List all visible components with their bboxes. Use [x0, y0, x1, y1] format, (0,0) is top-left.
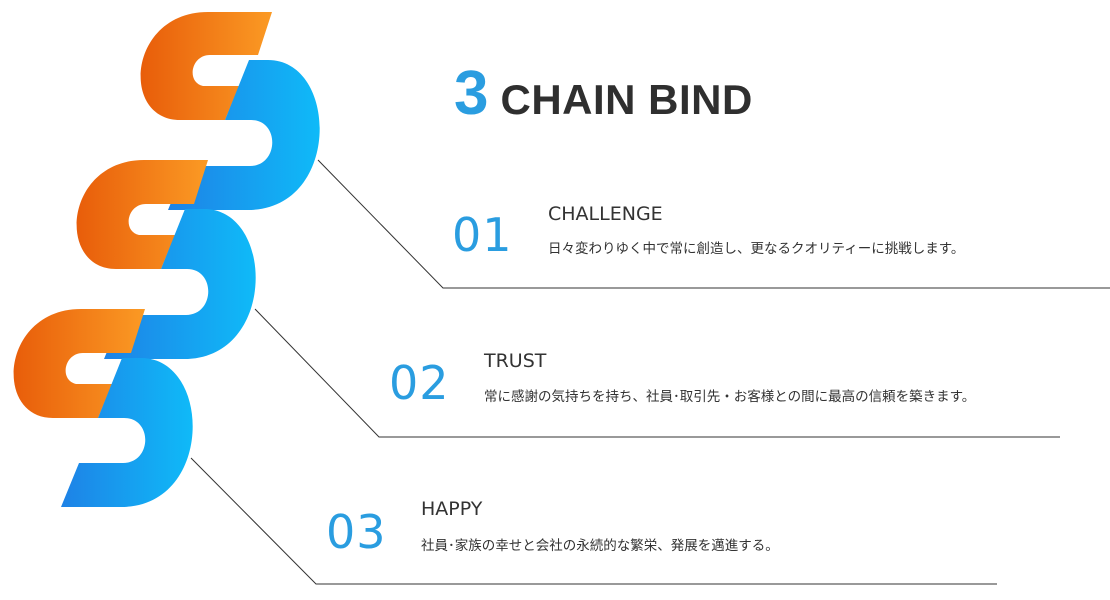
s-link-bottom-blue-half: [61, 358, 193, 507]
item-heading-happy: HAPPY: [421, 498, 483, 520]
item-description-happy: 社員･家族の幸せと会社の永続的な繁栄、発展を邁進する。: [421, 538, 779, 554]
title-text: CHAIN BIND: [500, 76, 753, 123]
s-link-middle: [76, 160, 256, 359]
s-link-top-orange-half: [140, 12, 272, 120]
item-description-trust: 常に感謝の気持ちを持ち、社員･取引先・お客様との間に最高の信頼を築きます。: [484, 389, 976, 405]
item-description-challenge: 日々変わりゆく中で常に創造し、更なるクオリティーに挑戦します。: [548, 241, 965, 257]
connector-lines: [190, 159, 1110, 585]
s-link-middle-orange-half: [76, 160, 208, 269]
s-link-bottom-orange-half: [13, 309, 146, 418]
s-link-top-blue-half: [168, 60, 320, 210]
item-number-03: 03: [326, 505, 387, 559]
s-link-top: [140, 12, 320, 210]
item-number-02: 02: [389, 356, 450, 410]
item-heading-trust: TRUST: [484, 350, 547, 372]
title-number: 3: [454, 59, 489, 128]
connector-line-1: [317, 159, 1110, 289]
item-heading-challenge: CHALLENGE: [548, 203, 663, 225]
s-link-middle-blue-half: [104, 209, 256, 359]
item-number-01: 01: [452, 208, 513, 262]
page-title: 3 CHAIN BIND: [454, 58, 753, 138]
s-link-bottom: [13, 309, 193, 507]
connector-line-3: [190, 457, 997, 585]
connector-line-2: [254, 308, 1060, 438]
